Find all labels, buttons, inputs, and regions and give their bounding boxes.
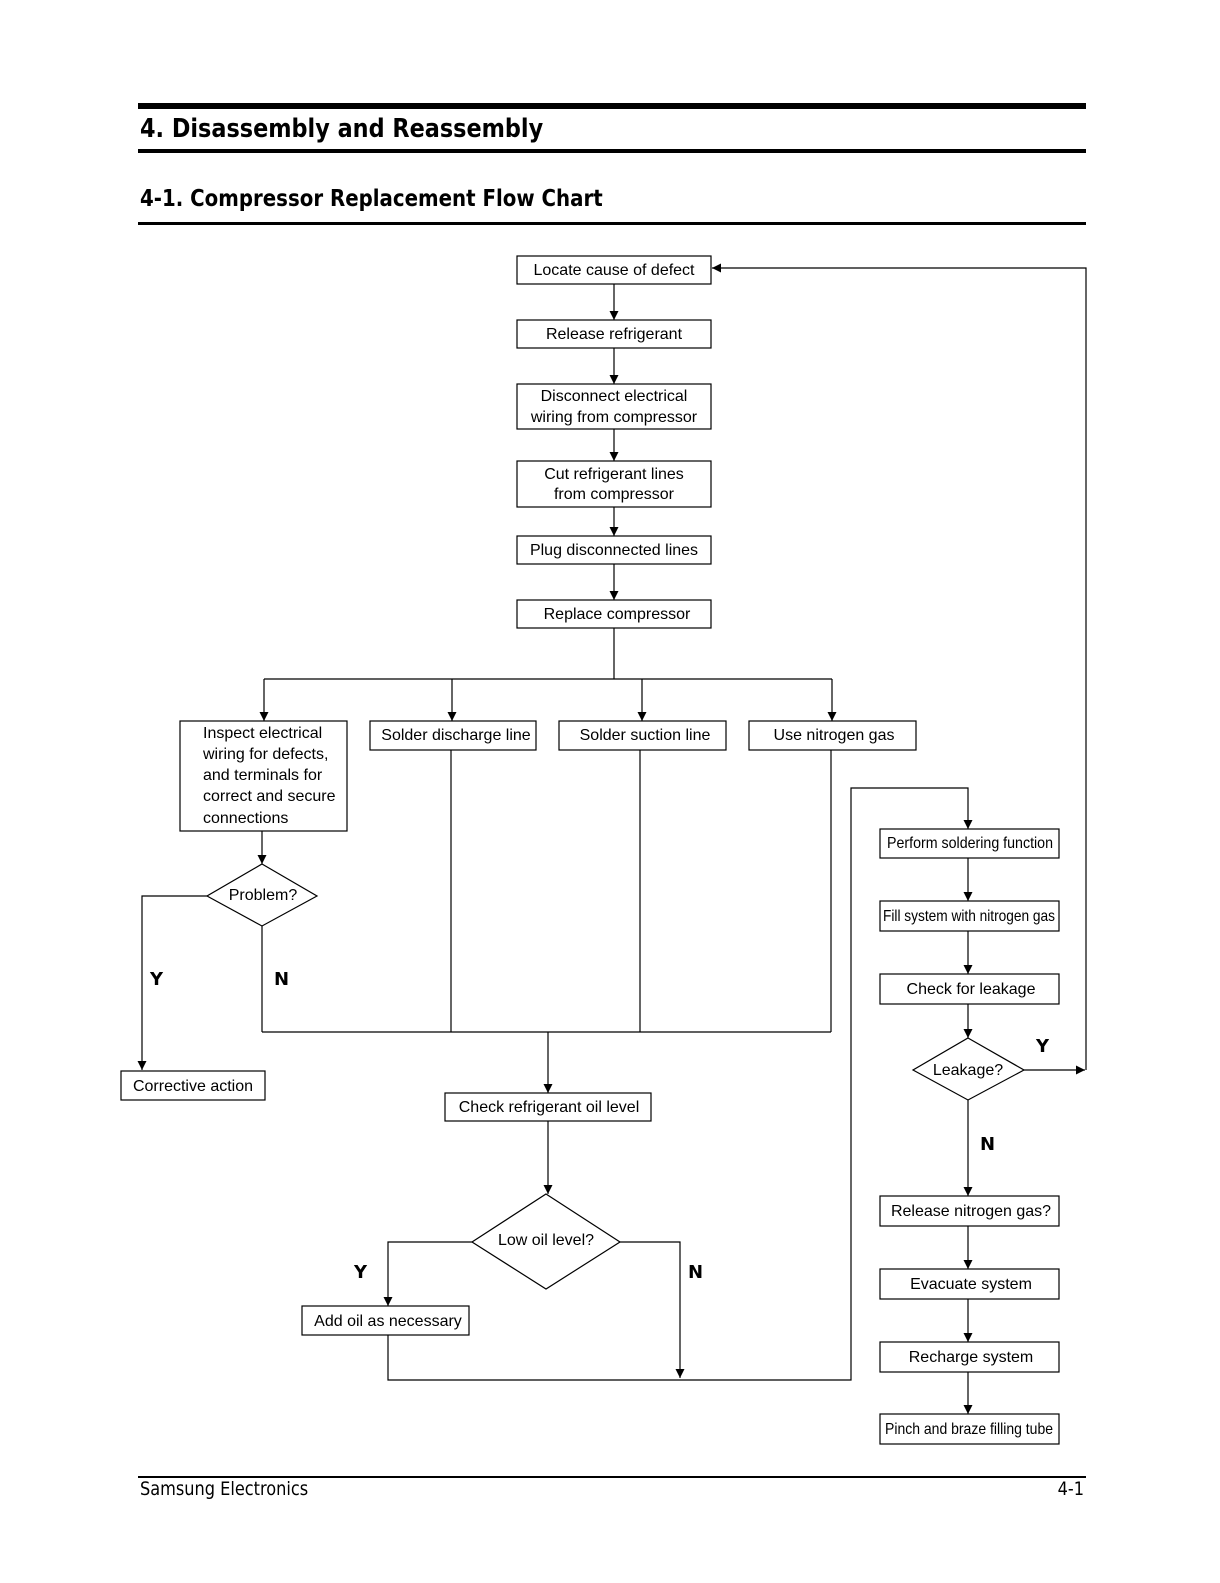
step-inspect-wiring: Inspect electrical wiring for defects, a… <box>179 720 348 832</box>
step-label: Corrective action <box>133 1078 253 1095</box>
branch-label-yes: Y <box>353 1262 368 1283</box>
connector <box>387 787 973 1381</box>
step-label: Evacuate system <box>910 1276 1032 1293</box>
step-solder-suction: Solder suction line <box>558 720 727 751</box>
branch-label-no: N <box>980 1134 995 1155</box>
step-fill-nitrogen: Fill system with nitrogen gas <box>879 900 1060 932</box>
decision-low-oil: Low oil level? <box>470 1193 622 1290</box>
chapter-underline <box>138 149 1086 153</box>
step-label: Add oil as necessary <box>314 1313 462 1330</box>
step-locate-cause: Locate cause of defect <box>516 255 712 285</box>
connector <box>620 1241 685 1378</box>
footer-rule <box>138 1476 1086 1478</box>
decision-label: Leakage? <box>933 1062 1003 1079</box>
step-label: connections <box>203 810 288 827</box>
step-pinch-braze: Pinch and braze filling tube <box>879 1413 1060 1445</box>
section-underline <box>138 222 1086 225</box>
decision-leakage: Leakage? <box>911 1037 1026 1101</box>
branch-label-no: N <box>274 969 289 990</box>
decision-problem: Problem? <box>205 863 319 927</box>
step-use-nitrogen: Use nitrogen gas <box>748 720 917 751</box>
step-label: Plug disconnected lines <box>530 542 698 559</box>
step-label: Recharge system <box>909 1349 1034 1366</box>
step-label: and terminals for <box>203 767 323 784</box>
decision-label: Problem? <box>229 887 298 904</box>
branch-label-yes: Y <box>149 969 164 990</box>
step-label: Check refrigerant oil level <box>459 1099 640 1116</box>
step-label: Release nitrogen gas? <box>891 1203 1051 1220</box>
step-recharge-system: Recharge system <box>879 1341 1060 1373</box>
step-disconnect-wiring: Disconnect electrical wiring from compre… <box>516 383 712 430</box>
chapter-title: 4. Disassembly and Reassembly <box>140 114 544 144</box>
connector <box>383 1241 472 1306</box>
step-perform-soldering: Perform soldering function <box>879 828 1060 859</box>
step-label: Solder discharge line <box>381 727 531 744</box>
step-solder-discharge: Solder discharge line <box>369 720 537 751</box>
step-label: Perform soldering function <box>887 835 1053 852</box>
step-cut-lines: Cut refrigerant lines from compressor <box>516 460 712 508</box>
decision-label: Low oil level? <box>498 1232 594 1249</box>
step-label: Fill system with nitrogen gas <box>883 908 1055 925</box>
step-release-refrigerant: Release refrigerant <box>516 319 712 349</box>
step-release-nitrogen: Release nitrogen gas? <box>879 1195 1060 1227</box>
footer-page-number: 4-1 <box>1057 1478 1084 1500</box>
step-label: Release refrigerant <box>546 326 683 343</box>
step-label: Cut refrigerant lines <box>544 466 684 483</box>
section-title: 4-1. Compressor Replacement Flow Chart <box>140 186 603 212</box>
step-replace-compressor: Replace compressor <box>516 599 712 629</box>
step-evacuate-system: Evacuate system <box>879 1268 1060 1300</box>
step-label: correct and secure <box>203 788 336 805</box>
step-label: Replace compressor <box>544 606 691 623</box>
footer-company: Samsung Electronics <box>140 1478 309 1500</box>
step-corrective-action: Corrective action <box>120 1070 266 1101</box>
step-label: Check for leakage <box>907 981 1036 998</box>
step-label: Inspect electrical <box>203 725 322 742</box>
top-thick-rule <box>138 103 1086 109</box>
connector <box>712 263 1087 1070</box>
step-add-oil: Add oil as necessary <box>301 1305 470 1336</box>
step-label: Solder suction line <box>580 727 711 744</box>
step-label: wiring from compressor <box>530 409 698 426</box>
step-check-leakage: Check for leakage <box>879 973 1060 1005</box>
connector <box>137 895 207 1070</box>
step-label: Locate cause of defect <box>534 262 696 279</box>
step-label: Pinch and braze filling tube <box>885 1421 1053 1438</box>
step-label: wiring for defects, <box>202 746 328 763</box>
branch-label-yes: Y <box>1035 1036 1050 1057</box>
step-check-oil-level: Check refrigerant oil level <box>444 1092 652 1122</box>
step-plug-lines: Plug disconnected lines <box>516 535 712 565</box>
branch-label-no: N <box>688 1262 703 1283</box>
step-label: from compressor <box>554 486 675 503</box>
step-label: Disconnect electrical <box>541 388 688 405</box>
step-label: Use nitrogen gas <box>774 727 895 744</box>
